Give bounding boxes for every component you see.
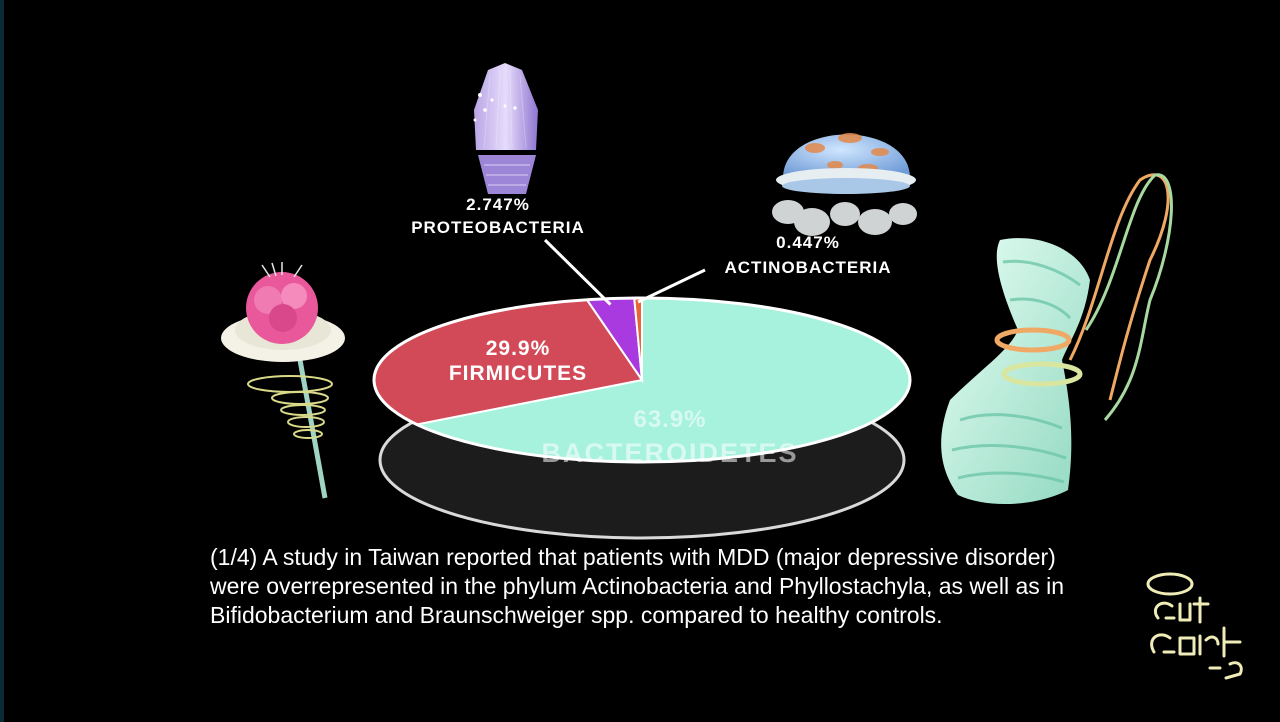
gut-garden-logo (1146, 572, 1243, 680)
caption-text: (1/4) A study in Taiwan reported that pa… (210, 544, 1065, 628)
slice-label-proteobacteria-value: 2.747% (466, 195, 530, 214)
jellyfish-microbe-icon (772, 133, 917, 236)
capsule-microbe-icon (473, 63, 538, 194)
ribbon-microbe-icon (941, 173, 1173, 505)
slice-label-proteobacteria-name: PROTEOBACTERIA (411, 218, 585, 237)
pie-rim (372, 296, 912, 464)
flower-microbe-icon (221, 262, 345, 499)
slice-label-bacteroidetes-name: BACTEROIDETES (541, 438, 798, 468)
slice-label-actinobacteria-value: 0.447% (776, 233, 840, 252)
slice-label-firmicutes-name: FIRMICUTES (449, 362, 587, 385)
window-edge (0, 0, 4, 722)
leader-line-proteobacteria (543, 238, 612, 306)
slice-label-firmicutes-value: 29.9% (486, 337, 551, 360)
slice-label-actinobacteria-name: ACTINOBACTERIA (725, 258, 892, 277)
leader-line-actinobacteria (637, 268, 706, 304)
slice-label-bacteroidetes-value: 63.9% (633, 406, 706, 433)
